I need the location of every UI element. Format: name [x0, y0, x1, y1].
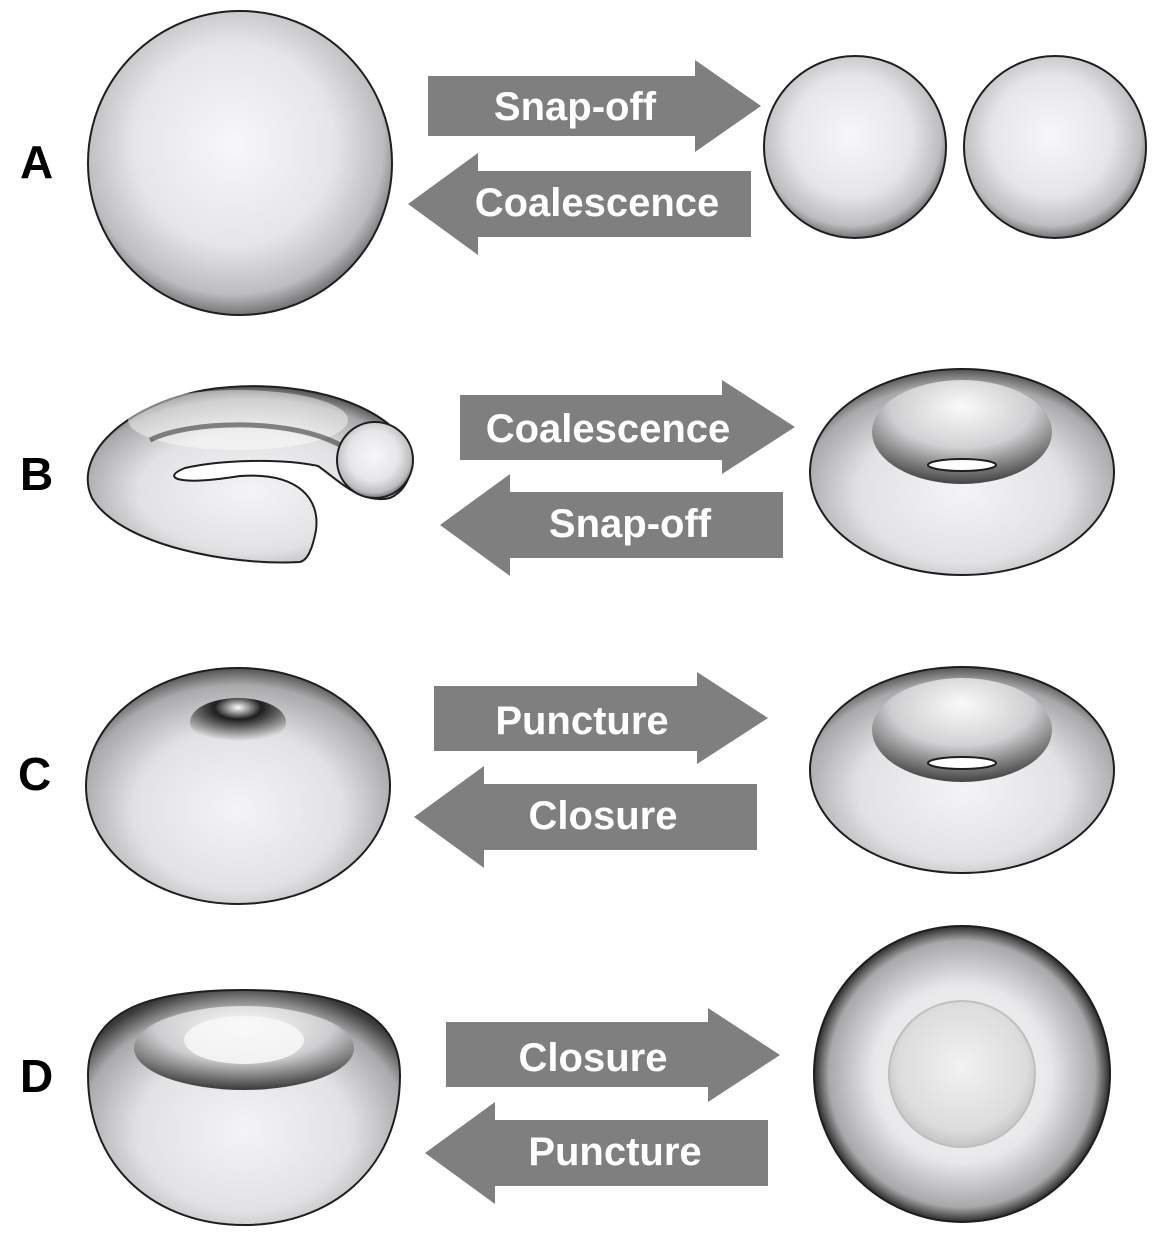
row-d-backward-label: Puncture [528, 1130, 701, 1174]
row-a-backward-label: Coalescence [475, 181, 720, 225]
row-c-left-dimpled-sphere [85, 667, 391, 905]
row-a-right-two-spheres [763, 55, 1147, 239]
row-d-forward-label: Closure [519, 1036, 668, 1080]
row-c-label: C [18, 748, 51, 800]
row-d-forward-arrow: Closure [446, 1008, 780, 1102]
row-c-backward-label: Closure [529, 794, 678, 838]
row-a-left-large-sphere [87, 10, 393, 316]
row-a-forward-label: Snap-off [494, 85, 657, 129]
row-a-backward-arrow: Coalescence [408, 153, 751, 255]
row-a-forward-arrow: Snap-off [428, 60, 761, 152]
row-b-backward-arrow: Snap-off [440, 474, 783, 576]
row-b-label: B [20, 448, 53, 500]
row-d-backward-arrow: Puncture [425, 1102, 768, 1204]
row-c-right-torus [809, 666, 1115, 874]
row-d-right-hollow-sphere [813, 925, 1111, 1223]
row-d-left-bowl [86, 988, 402, 1227]
row-c-forward-label: Puncture [495, 699, 668, 743]
row-d-label: D [20, 1050, 53, 1102]
row-b-right-torus [809, 368, 1115, 576]
row-c-backward-arrow: Closure [414, 766, 757, 868]
row-b-forward-label: Coalescence [486, 407, 731, 451]
row-b-left-open-torus [86, 385, 414, 564]
row-b-forward-arrow: Coalescence [460, 380, 795, 474]
row-c-forward-arrow: Puncture [434, 672, 768, 764]
row-b-backward-label: Snap-off [549, 502, 712, 546]
row-a-label: A [20, 136, 53, 188]
